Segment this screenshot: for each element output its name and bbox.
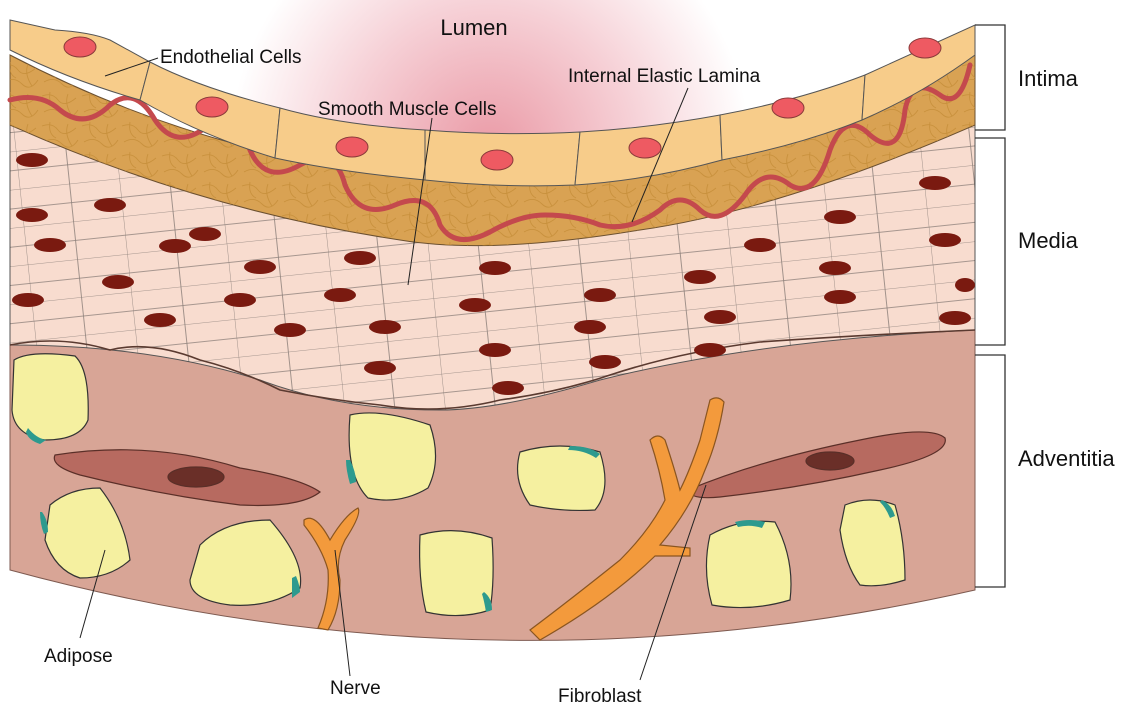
- layer-label-intima: Intima: [1018, 66, 1079, 91]
- layer-brackets: [975, 25, 1005, 587]
- label-nerve: Nerve: [330, 678, 381, 699]
- label-internal-elastic-lamina: Internal Elastic Lamina: [568, 66, 761, 87]
- label-adipose: Adipose: [44, 646, 113, 667]
- label-fibroblast: Fibroblast: [558, 686, 642, 704]
- layer-label-media: Media: [1018, 228, 1079, 253]
- label-endothelial-cells: Endothelial Cells: [160, 47, 302, 68]
- label-smooth-muscle-cells: Smooth Muscle Cells: [318, 99, 496, 120]
- layer-label-adventitia: Adventitia: [1018, 446, 1115, 471]
- label-lumen: Lumen: [440, 15, 507, 40]
